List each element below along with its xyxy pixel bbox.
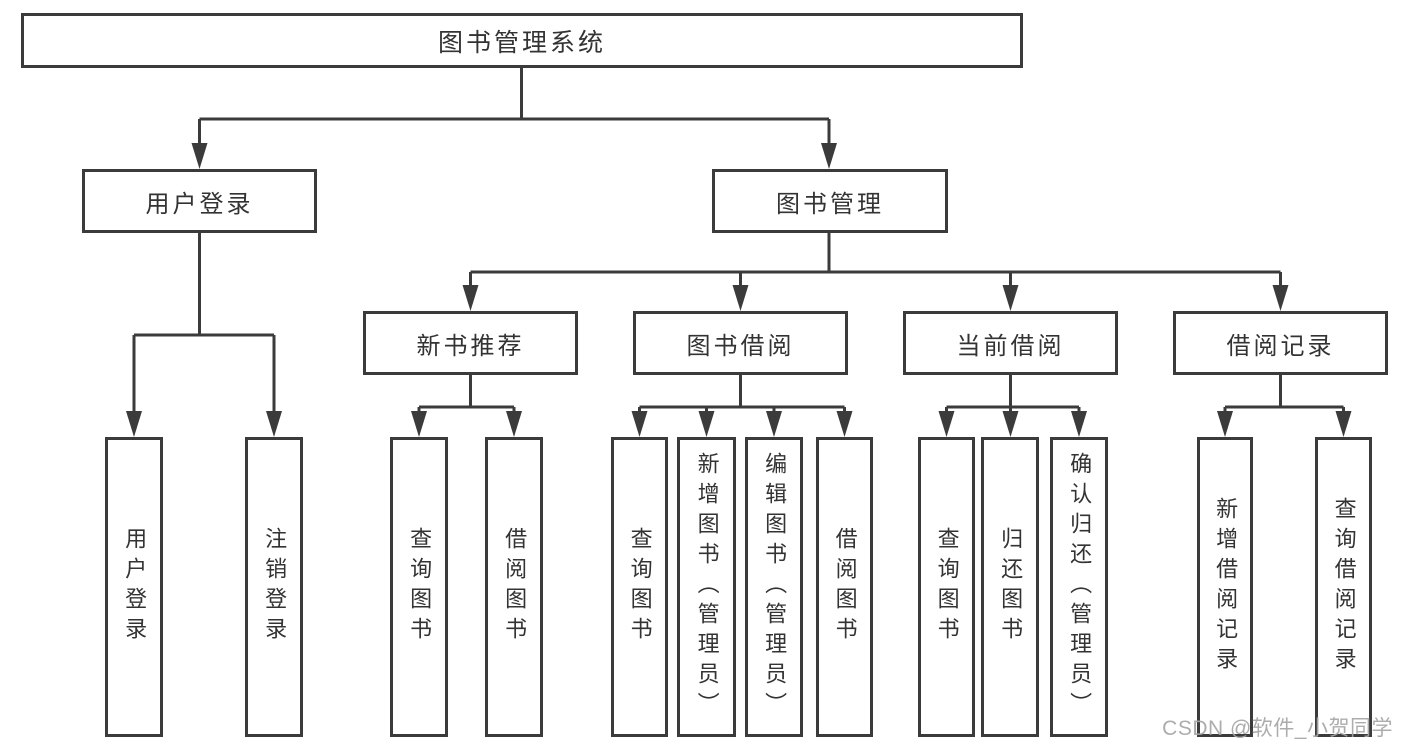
node-leaf-query-books-recommend: 查询图书 bbox=[390, 437, 448, 737]
csdn-watermark: CSDN @软件_小贺同学 bbox=[1162, 717, 1393, 740]
node-leaf-return-book: 归还图书 bbox=[981, 437, 1039, 737]
node-leaf-user-login: 用户登录 bbox=[105, 437, 163, 737]
arrowheads bbox=[126, 143, 1352, 437]
node-user-login: 用户登录 bbox=[82, 169, 317, 233]
node-leaf-borrow-books-recommend: 借阅图书 bbox=[485, 437, 543, 737]
node-borrow-records-label: 借阅记录 bbox=[1226, 332, 1335, 360]
node-book-management: 图书管理 bbox=[712, 169, 948, 233]
node-borrow-records: 借阅记录 bbox=[1173, 311, 1388, 375]
node-book-management-label: 图书管理 bbox=[776, 190, 884, 218]
node-leaf-add-borrow-record: 新增借阅记录 bbox=[1197, 437, 1253, 737]
node-leaf-logout: 注销登录 bbox=[245, 437, 303, 737]
node-new-book-recommend-label: 新书推荐 bbox=[416, 332, 525, 360]
node-leaf-query-books-borrow: 查询图书 bbox=[611, 437, 668, 737]
node-leaf-query-books-current: 查询图书 bbox=[918, 437, 975, 737]
node-new-book-recommend: 新书推荐 bbox=[363, 311, 578, 375]
node-root-library-system: 图书管理系统 bbox=[21, 13, 1023, 68]
node-leaf-borrow-books: 借阅图书 bbox=[816, 437, 873, 737]
node-leaf-query-borrow-record: 查询借阅记录 bbox=[1315, 437, 1372, 737]
node-book-borrow: 图书借阅 bbox=[633, 311, 848, 375]
node-current-borrow-label: 当前借阅 bbox=[956, 332, 1065, 360]
node-leaf-add-book-admin: 新增图书（管理员） bbox=[677, 437, 736, 737]
node-book-borrow-label: 图书借阅 bbox=[686, 332, 795, 360]
node-current-borrow: 当前借阅 bbox=[903, 311, 1118, 375]
node-leaf-confirm-return-admin: 确认归还（管理员） bbox=[1050, 437, 1108, 737]
node-user-login-label: 用户登录 bbox=[145, 190, 254, 218]
node-root-label: 图书管理系统 bbox=[437, 28, 606, 57]
node-leaf-edit-book-admin: 编辑图书（管理员） bbox=[745, 437, 803, 737]
